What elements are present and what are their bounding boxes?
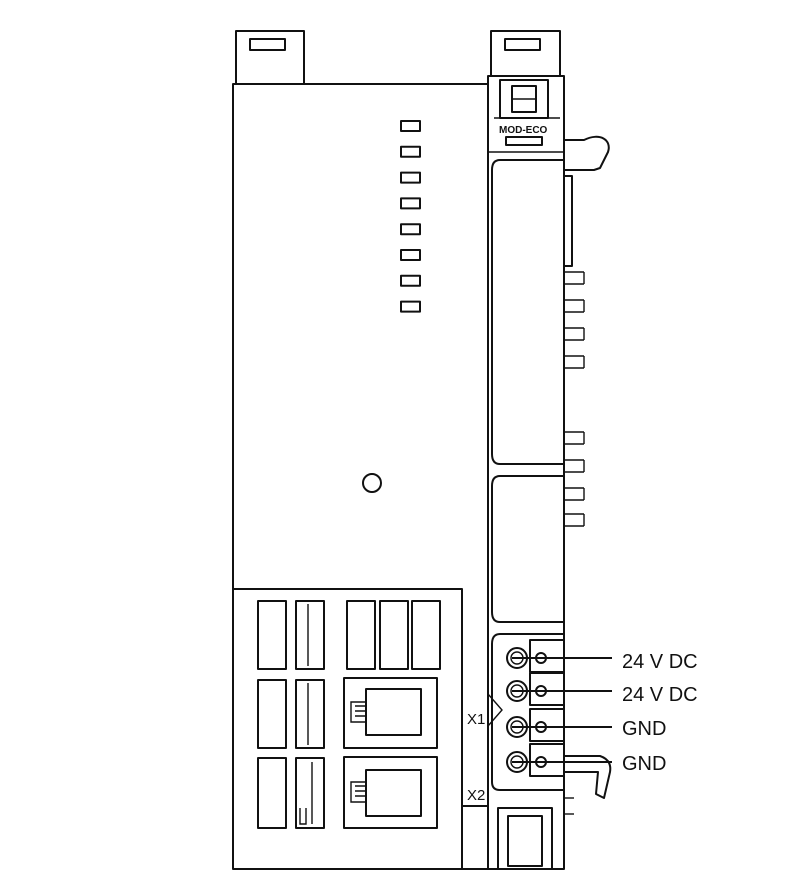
port-slot: [295, 679, 325, 749]
terminal-label: 24 V DC: [622, 684, 698, 706]
led-indicator: [400, 145, 421, 158]
din-rail-hook: [564, 135, 610, 171]
power-terminal: [506, 743, 612, 777]
bus-contact-pin: [564, 431, 585, 445]
top-tab-slot: [249, 38, 286, 51]
led-indicator: [400, 197, 421, 210]
led-indicators: [400, 120, 421, 313]
terminal-label: GND: [622, 753, 666, 775]
connector-label-x2: X2: [467, 787, 485, 804]
main-module: X1 X2: [232, 30, 503, 870]
terminal-label: GND: [622, 718, 666, 740]
usb-port: [295, 757, 325, 829]
port-slot: [411, 600, 441, 670]
led-indicator: [400, 120, 421, 132]
terminal-label: 24 V DC: [622, 651, 698, 673]
ethernet-port-2: [343, 756, 438, 829]
din-rail-hook-bottom: [564, 755, 612, 799]
port-slot: [257, 757, 287, 829]
power-terminal: [506, 708, 612, 742]
connector-panel: [233, 588, 463, 869]
led-indicator: [400, 171, 421, 184]
led-indicator: [400, 274, 421, 287]
bus-contact-pin: [564, 355, 585, 369]
power-terminals: [506, 639, 612, 777]
port-slot: [295, 600, 325, 670]
bus-contacts: [564, 271, 585, 527]
main-housing: [232, 83, 489, 870]
bus-contact-pin: [564, 299, 585, 313]
bottom-latch: [497, 807, 553, 870]
connector-label-x1: X1: [467, 711, 485, 728]
power-module: MOD-ECO: [487, 30, 612, 870]
bus-contact-pin: [564, 271, 585, 285]
led-indicator: [400, 249, 421, 261]
power-terminal-block: [491, 633, 564, 791]
top-mounting-tab: [490, 30, 561, 76]
reset-button: [362, 473, 382, 493]
bus-contact-pin: [564, 513, 585, 527]
ethernet-port-1: [343, 677, 438, 749]
terminal-labels: 24 V DC 24 V DC GND GND: [622, 651, 698, 775]
terminal-block-upper: [491, 159, 564, 465]
port-slot: [379, 600, 409, 670]
side-contact-strip: [563, 175, 573, 267]
port-slot: [346, 600, 376, 670]
bus-contact-pin: [564, 327, 585, 341]
port-slot: [257, 679, 287, 749]
power-terminal: [506, 639, 612, 673]
terminal-block-lower: [491, 475, 564, 623]
brand-label: MOD-ECO: [499, 125, 548, 136]
port-slot: [257, 600, 287, 670]
bus-contact-pin: [564, 459, 585, 473]
power-terminal: [506, 672, 612, 706]
bus-contact-pin: [564, 487, 585, 501]
label-window: [505, 136, 543, 146]
led-indicator: [400, 300, 421, 313]
top-tab-slot: [504, 38, 541, 51]
top-mounting-tab: [235, 30, 305, 84]
power-housing: [487, 75, 565, 870]
led-indicator: [400, 223, 421, 236]
